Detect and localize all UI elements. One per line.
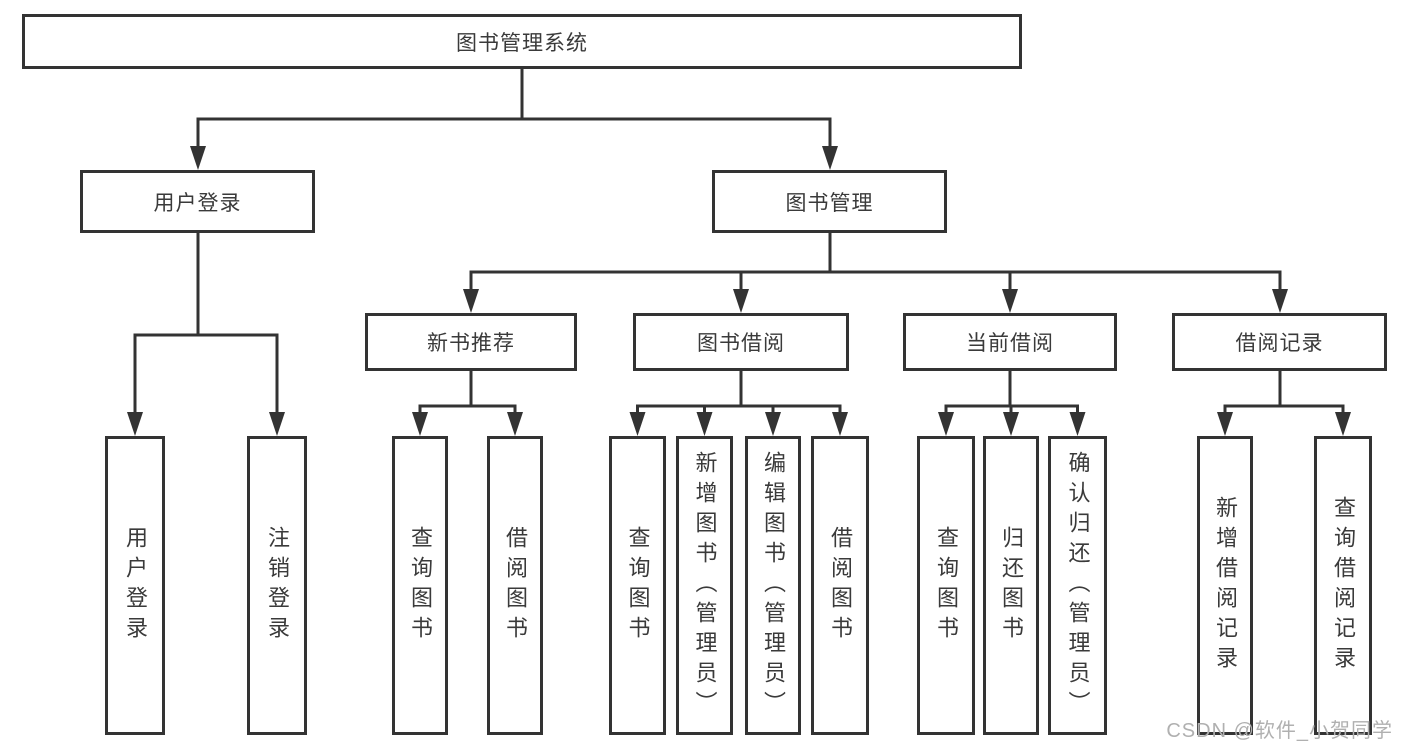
- node-label: 借阅记录: [1235, 332, 1324, 355]
- leaf-query-books-2: 查询图书: [609, 436, 666, 735]
- node-label: 注销登录: [265, 525, 290, 646]
- node-label: 当前借阅: [966, 332, 1054, 355]
- leaf-add-borrow-record: 新增借阅记录: [1197, 436, 1253, 735]
- node-label: 借阅图书: [828, 525, 853, 646]
- watermark: CSDN @软件_小贺同学: [1166, 720, 1393, 742]
- node-label: 查询图书: [625, 525, 651, 646]
- leaf-query-borrow-record: 查询借阅记录: [1314, 436, 1372, 735]
- node-label: 查询图书: [934, 525, 959, 646]
- node-label: 确认归还（管理员）: [1065, 450, 1091, 721]
- node-current-borrowing: 当前借阅: [903, 313, 1117, 371]
- node-system-root: 图书管理系统: [22, 14, 1022, 69]
- node-label: 新书推荐: [427, 332, 515, 355]
- node-book-borrowing: 图书借阅: [633, 313, 849, 371]
- leaf-borrow-books-2: 借阅图书: [811, 436, 869, 735]
- node-label: 编辑图书（管理员）: [761, 450, 786, 721]
- leaf-add-book-admin: 新增图书（管理员）: [676, 436, 733, 735]
- node-user-login-branch: 用户登录: [80, 170, 315, 233]
- node-label: 查询图书: [408, 525, 433, 646]
- leaf-query-books-3: 查询图书: [917, 436, 975, 735]
- node-label: 借阅图书: [503, 525, 528, 646]
- node-new-book-recommendation: 新书推荐: [365, 313, 577, 371]
- node-label: 图书借阅: [697, 332, 785, 355]
- leaf-logout: 注销登录: [247, 436, 307, 735]
- node-label: 图书管理系统: [456, 31, 588, 55]
- node-label: 归还图书: [999, 525, 1024, 646]
- node-label: 图书管理: [785, 191, 874, 215]
- leaf-return-book: 归还图书: [983, 436, 1039, 735]
- node-label: 新增借阅记录: [1213, 495, 1238, 676]
- leaf-confirm-return-admin: 确认归还（管理员）: [1048, 436, 1107, 735]
- leaf-edit-book-admin: 编辑图书（管理员）: [745, 436, 801, 735]
- leaf-user-login: 用户登录: [105, 436, 165, 735]
- leaf-query-books-1: 查询图书: [392, 436, 448, 735]
- node-book-management: 图书管理: [712, 170, 947, 233]
- node-label: 用户登录: [123, 525, 148, 646]
- leaf-borrow-books-1: 借阅图书: [487, 436, 543, 735]
- node-borrowing-records: 借阅记录: [1172, 313, 1387, 371]
- node-label: 用户登录: [153, 191, 242, 215]
- node-label: 新增图书（管理员）: [692, 450, 718, 721]
- node-label: 查询借阅记录: [1331, 495, 1356, 676]
